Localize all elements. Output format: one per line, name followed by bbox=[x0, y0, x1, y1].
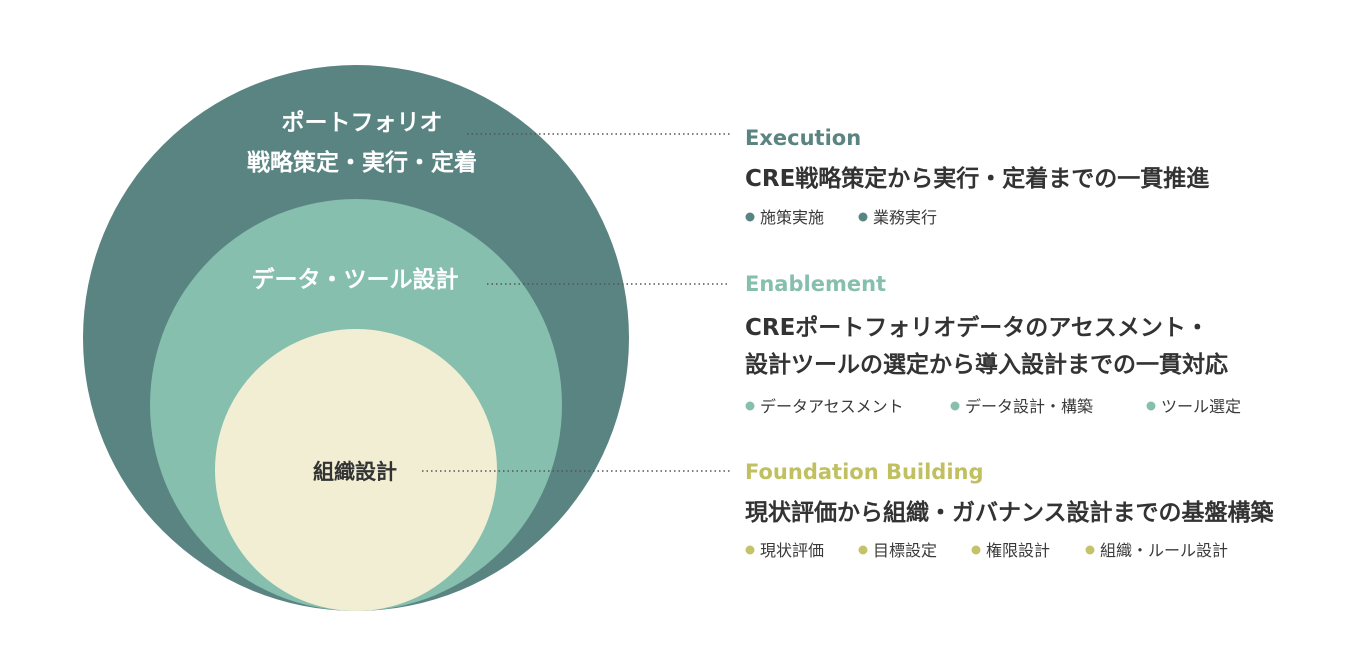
execution-tags: 施策実施 業務実行 bbox=[745, 208, 937, 227]
foundation-tag: 権限設計 bbox=[986, 541, 1050, 560]
foundation-title: Foundation Building bbox=[745, 460, 984, 484]
enablement-title: Enablement bbox=[745, 272, 886, 296]
execution-tag: 業務実行 bbox=[873, 208, 937, 227]
enablement-description-line2: 設計ツールの選定から導入設計までの一貫対応 bbox=[745, 351, 1228, 378]
foundation-description: 現状評価から組織・ガバナンス設計までの基盤構築 bbox=[745, 499, 1275, 526]
execution-tag-bullet bbox=[858, 212, 868, 222]
enablement-description-line1: CREポートフォリオデータのアセスメント・ bbox=[745, 314, 1209, 341]
execution-tag-bullet bbox=[745, 212, 755, 222]
foundation-tag-bullet bbox=[745, 545, 755, 555]
execution-title: Execution bbox=[745, 126, 861, 150]
execution-tag: 施策実施 bbox=[760, 208, 824, 227]
enablement-tag-bullet bbox=[950, 401, 960, 411]
foundation-tag: 現状評価 bbox=[760, 541, 824, 560]
inner-circle-label: 組織設計 bbox=[313, 460, 397, 484]
outer-circle-label-line1: ポートフォリオ bbox=[282, 109, 443, 136]
foundation-tag: 目標設定 bbox=[873, 541, 937, 560]
foundation-tag-bullet bbox=[1085, 545, 1095, 555]
execution-description: CRE戦略策定から実行・定着までの一貫推進 bbox=[745, 165, 1209, 192]
enablement-tag: データ設計・構築 bbox=[965, 397, 1093, 416]
foundation-tag: 組織・ルール設計 bbox=[1100, 541, 1228, 560]
enablement-tags: データアセスメント データ設計・構築 ツール選定 bbox=[745, 397, 1241, 416]
inner-circle-foundation bbox=[215, 329, 497, 611]
enablement-tag-bullet bbox=[745, 401, 755, 411]
outer-circle-label-line2: 戦略策定・実行・定着 bbox=[247, 149, 477, 176]
middle-circle-label: データ・ツール設計 bbox=[252, 266, 459, 293]
foundation-tag-bullet bbox=[858, 545, 868, 555]
foundation-tags: 現状評価 目標設定 権限設計 組織・ルール設計 bbox=[745, 541, 1228, 560]
enablement-tag: データアセスメント bbox=[760, 397, 904, 416]
enablement-tag: ツール選定 bbox=[1161, 397, 1241, 416]
enablement-tag-bullet bbox=[1146, 401, 1156, 411]
foundation-tag-bullet bbox=[971, 545, 981, 555]
